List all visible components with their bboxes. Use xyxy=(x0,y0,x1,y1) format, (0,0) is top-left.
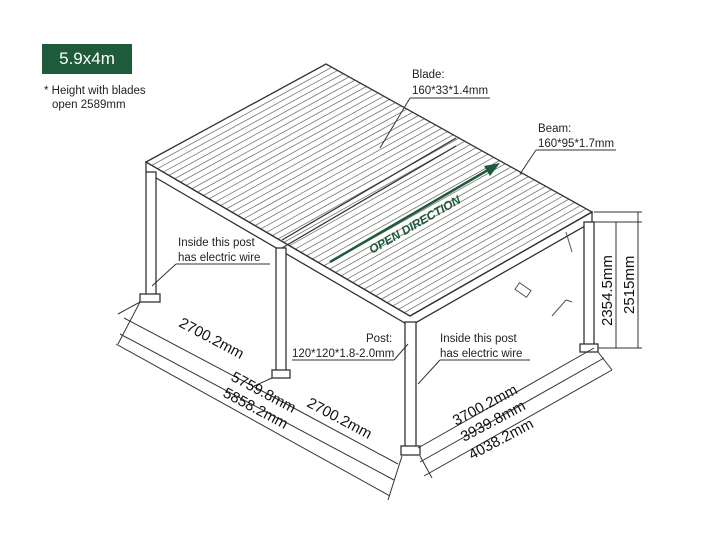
electric-right-line1: Inside this post xyxy=(440,333,518,345)
dim-left-width-a: 2700.2mm xyxy=(176,315,247,363)
post-front-corner xyxy=(404,321,417,451)
louver-blade xyxy=(375,192,558,297)
beam-spec: 160*95*1.7mm xyxy=(538,138,614,150)
post-leader xyxy=(393,343,409,361)
size-badge: 5.9x4m xyxy=(42,44,132,74)
louver-blade xyxy=(352,179,535,283)
dim-left-width-b: 2700.2mm xyxy=(304,395,375,443)
louver-blade xyxy=(392,202,575,307)
post-left-front xyxy=(145,171,157,301)
callout-leaders xyxy=(151,97,616,385)
dim-line-2700-b xyxy=(263,391,399,465)
louver-blade xyxy=(208,99,390,200)
electric-left-line1: Inside this post xyxy=(178,237,256,249)
middle-beam-lower xyxy=(281,145,457,249)
height-note-line2: open 2589mm xyxy=(52,99,126,111)
louver-blade xyxy=(168,76,350,176)
remote-icon xyxy=(514,282,532,298)
beam-title: Beam: xyxy=(538,123,571,135)
louver-blade xyxy=(214,102,396,203)
louver-blade xyxy=(151,66,332,166)
height-note-line1: * Height with blades xyxy=(44,85,146,97)
louver-blade xyxy=(358,182,541,287)
post-spec: 120*120*1.8-2.0mm xyxy=(292,348,394,360)
dim-line-5858 xyxy=(115,343,391,497)
dim-line-5759 xyxy=(119,333,395,481)
hardware xyxy=(514,231,573,317)
dim-height-total: 2515mm xyxy=(621,256,638,314)
post-title: Post: xyxy=(366,333,392,345)
louver-blade xyxy=(369,189,552,293)
dimension-lines xyxy=(115,211,642,501)
louver-blade xyxy=(180,82,361,183)
louver-blade xyxy=(197,92,379,193)
post-foot xyxy=(139,293,161,303)
louver-blade xyxy=(203,95,385,196)
louver-blade xyxy=(163,73,344,173)
post-foot xyxy=(400,445,421,456)
electric-right-leader xyxy=(417,359,441,385)
electric-left-line2: has electric wire xyxy=(178,252,260,264)
louver-blade xyxy=(249,121,431,223)
louver-blade xyxy=(260,127,442,230)
louver-blade xyxy=(243,118,425,220)
louver-blade xyxy=(185,86,367,186)
roof-frame xyxy=(144,63,594,327)
post-right xyxy=(583,221,595,349)
louver-blade xyxy=(289,144,471,247)
louver-blade xyxy=(335,169,518,273)
post-mid xyxy=(275,247,287,375)
blade-title: Blade: xyxy=(412,69,445,81)
louver-blade xyxy=(340,173,523,277)
dim-line-3939 xyxy=(419,357,605,463)
blade-spec: 160*33*1.4mm xyxy=(412,85,488,97)
roof-louvers xyxy=(151,66,587,313)
electric-left-leader xyxy=(151,263,177,287)
louver-blade xyxy=(317,160,500,263)
louver-blade xyxy=(237,115,419,216)
louver-blade xyxy=(329,166,512,270)
post-foot xyxy=(271,369,291,379)
louver-blade xyxy=(363,185,546,290)
electric-right-line2: has electric wire xyxy=(440,348,522,360)
louver-blade xyxy=(266,131,448,233)
crank-handle-icon xyxy=(551,299,573,317)
louver-blade xyxy=(295,147,477,250)
louver-blade xyxy=(346,176,529,280)
louver-blade xyxy=(231,111,413,213)
louver-blade xyxy=(300,150,483,253)
dim-line-3700 xyxy=(417,347,595,449)
motor-bracket xyxy=(565,231,573,253)
blade-leader xyxy=(379,97,411,149)
dim-line-4038 xyxy=(423,369,613,477)
louver-blade xyxy=(386,198,570,303)
louver-blade xyxy=(254,124,437,226)
middle-beam xyxy=(281,137,457,241)
louver-blade xyxy=(272,134,454,237)
louver-blade xyxy=(174,79,356,180)
louver-blade xyxy=(312,156,494,260)
louver-blade xyxy=(404,208,587,313)
dim-height-clear: 2354.5mm xyxy=(599,255,616,326)
louver-blade xyxy=(381,195,564,300)
louver-blade xyxy=(277,137,460,240)
beam-leader xyxy=(519,149,537,175)
louver-blade xyxy=(226,108,408,210)
louver-blade xyxy=(157,70,338,170)
louver-blade xyxy=(306,153,489,257)
louver-blade xyxy=(220,105,402,206)
dim-line-2700-a xyxy=(123,317,265,393)
height-note: * Height with blades open 2589mm xyxy=(44,84,146,112)
louver-blade xyxy=(398,205,581,310)
louver-blade xyxy=(191,89,373,190)
